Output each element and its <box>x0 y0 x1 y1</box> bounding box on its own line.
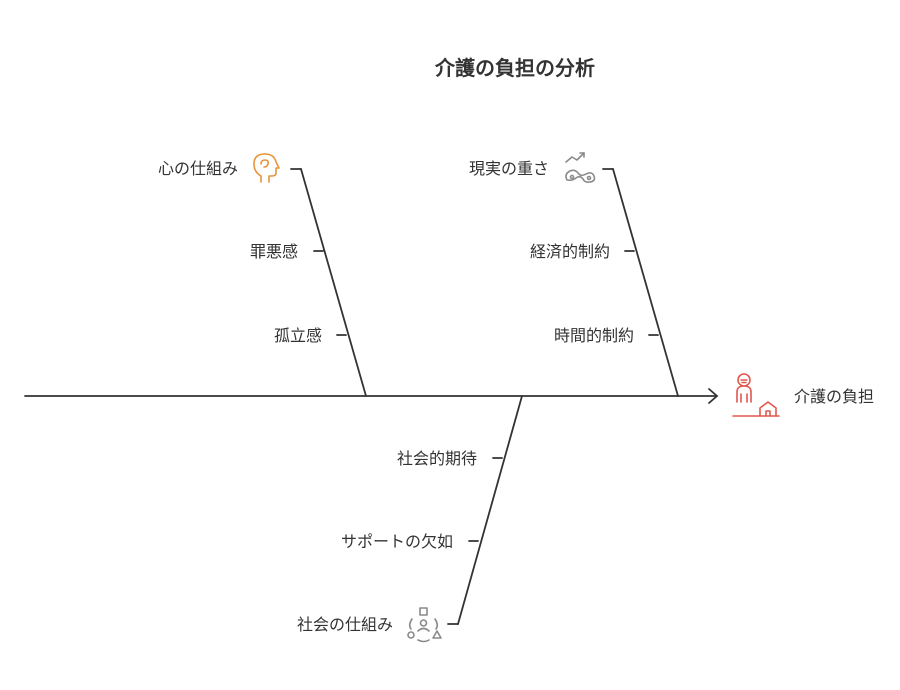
category-label-reality: 現実の重さ <box>469 159 549 178</box>
cause-label: 経済的制約 <box>530 242 610 261</box>
category-society: 社会の仕組み 社会的期待 サポートの欠如 <box>297 395 523 643</box>
cause-label: 罪悪感 <box>250 242 298 261</box>
cause-label: 社会的期待 <box>397 449 477 468</box>
society-icon <box>407 607 442 643</box>
cause-label: サポートの欠如 <box>341 532 453 551</box>
category-mind: 心の仕組み 罪悪感 孤立感 <box>158 153 367 397</box>
caregiver-icon <box>732 373 780 417</box>
mind-icon <box>253 153 280 183</box>
cause-label: 孤立感 <box>274 326 322 345</box>
effect-group: 介護の負担 <box>732 373 874 417</box>
diagram-title: 介護の負担の分析 <box>434 56 595 80</box>
bone-society <box>457 395 523 625</box>
category-reality: 現実の重さ 経済的制約 時間的制約 <box>469 152 679 397</box>
category-label-mind: 心の仕組み <box>158 159 238 178</box>
burden-icon <box>565 152 596 183</box>
spine-arrowhead <box>708 388 719 404</box>
cause-label: 時間的制約 <box>554 326 634 345</box>
bone-mind <box>300 168 367 397</box>
bone-reality <box>612 168 679 397</box>
effect-label: 介護の負担 <box>794 387 874 406</box>
category-label-society: 社会の仕組み <box>297 615 393 634</box>
